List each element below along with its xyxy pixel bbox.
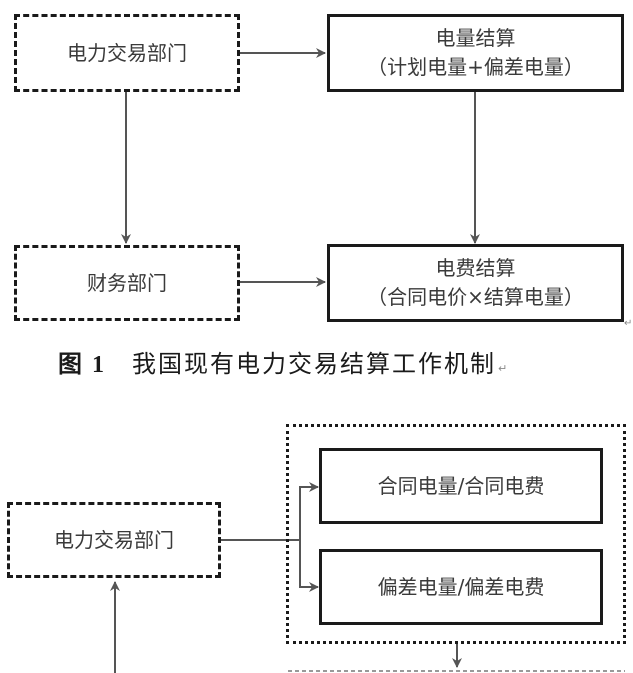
node-contract-box: 合同电量/合同电费	[319, 448, 603, 524]
figure-caption: 图 1 我国现有电力交易结算工作机制↵	[58, 344, 509, 379]
arrow-to-contract-box	[299, 482, 319, 540]
paragraph-mark: ↵	[624, 318, 633, 329]
figure-title: 我国现有电力交易结算工作机制	[132, 350, 496, 378]
node-label: 偏差电量/偏差电费	[377, 574, 545, 599]
node-title: 电费结算	[435, 256, 516, 280]
node-trading-dept-2: 电力交易部门	[7, 502, 221, 578]
node-label: 电力交易部门	[54, 527, 174, 552]
node-trading-dept: 电力交易部门	[14, 14, 240, 92]
figure-number: 图 1	[58, 352, 106, 378]
node-fee-settlement: 电费结算 （合同电价×结算电量）	[327, 244, 624, 322]
node-label: 财务部门	[87, 270, 167, 295]
node-settlement-group	[286, 424, 626, 644]
node-subtitle: （计划电量+偏差电量）	[367, 55, 584, 79]
node-energy-settlement: 电量结算 （计划电量+偏差电量）	[327, 14, 624, 92]
paragraph-mark: ↵	[498, 362, 510, 375]
node-label: 合同电量/合同电费	[377, 473, 545, 498]
node-subtitle: （合同电价×结算电量）	[367, 285, 584, 309]
arrow-to-deviation-box	[299, 540, 319, 592]
node-title: 电量结算	[435, 26, 516, 50]
node-label: 电力交易部门	[67, 40, 187, 65]
node-finance-dept: 财务部门	[14, 245, 240, 321]
node-deviation-box: 偏差电量/偏差电费	[319, 549, 603, 625]
